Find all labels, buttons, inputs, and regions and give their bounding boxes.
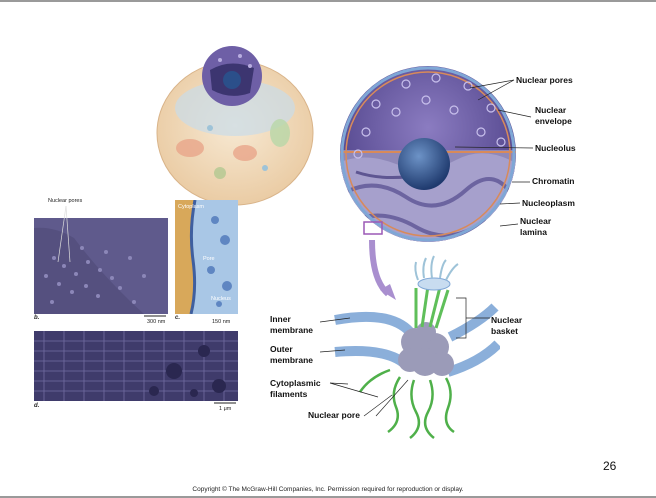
bottom-rule bbox=[0, 496, 656, 498]
label-nuclear-pores: Nuclear pores bbox=[516, 75, 573, 85]
micrograph-c-scale: 150 nm bbox=[212, 319, 231, 325]
cell-illustration bbox=[150, 38, 320, 213]
micrograph-c: Cytoplasm Pore Nucleus bbox=[175, 200, 238, 314]
label-outer-membrane: Outer membrane bbox=[270, 344, 313, 365]
label-inner-membrane: Inner membrane bbox=[270, 314, 313, 335]
label-chromatin: Chromatin bbox=[532, 176, 575, 186]
micrograph-d bbox=[34, 331, 238, 401]
micrograph-b bbox=[34, 218, 168, 314]
label-nuclear-lamina: Nuclear lamina bbox=[520, 216, 552, 237]
label-nuclear-pore: Nuclear pore bbox=[308, 410, 360, 420]
micrograph-d-letter: d. bbox=[34, 403, 40, 409]
label-cytoplasmic-filaments: Cytoplasmic filaments bbox=[270, 378, 321, 399]
label-nucleolus: Nucleolus bbox=[535, 143, 576, 153]
micrograph-c-pore: Pore bbox=[203, 256, 215, 262]
top-rule bbox=[0, 0, 656, 2]
page-number: 26 bbox=[603, 459, 617, 473]
micrograph-c-cytoplasm: Cytoplasm bbox=[178, 204, 204, 210]
micrograph-d-scale: 1 μm bbox=[219, 406, 232, 412]
micrograph-b-title: Nuclear pores bbox=[48, 198, 83, 204]
copyright-notice: Copyright © The McGraw-Hill Companies, I… bbox=[192, 486, 464, 493]
nucleus-cutaway-illustration bbox=[336, 62, 526, 252]
label-nuclear-envelope: Nuclear envelope bbox=[535, 105, 572, 126]
label-nucleoplasm: Nucleoplasm bbox=[522, 198, 575, 208]
micrograph-c-letter: c. bbox=[175, 315, 181, 321]
micrograph-c-nucleus: Nucleus bbox=[211, 296, 231, 302]
micrograph-b-letter: b. bbox=[34, 315, 40, 321]
label-nuclear-basket: Nuclear basket bbox=[491, 315, 523, 336]
micrograph-b-scale: 300 nm bbox=[147, 319, 166, 325]
